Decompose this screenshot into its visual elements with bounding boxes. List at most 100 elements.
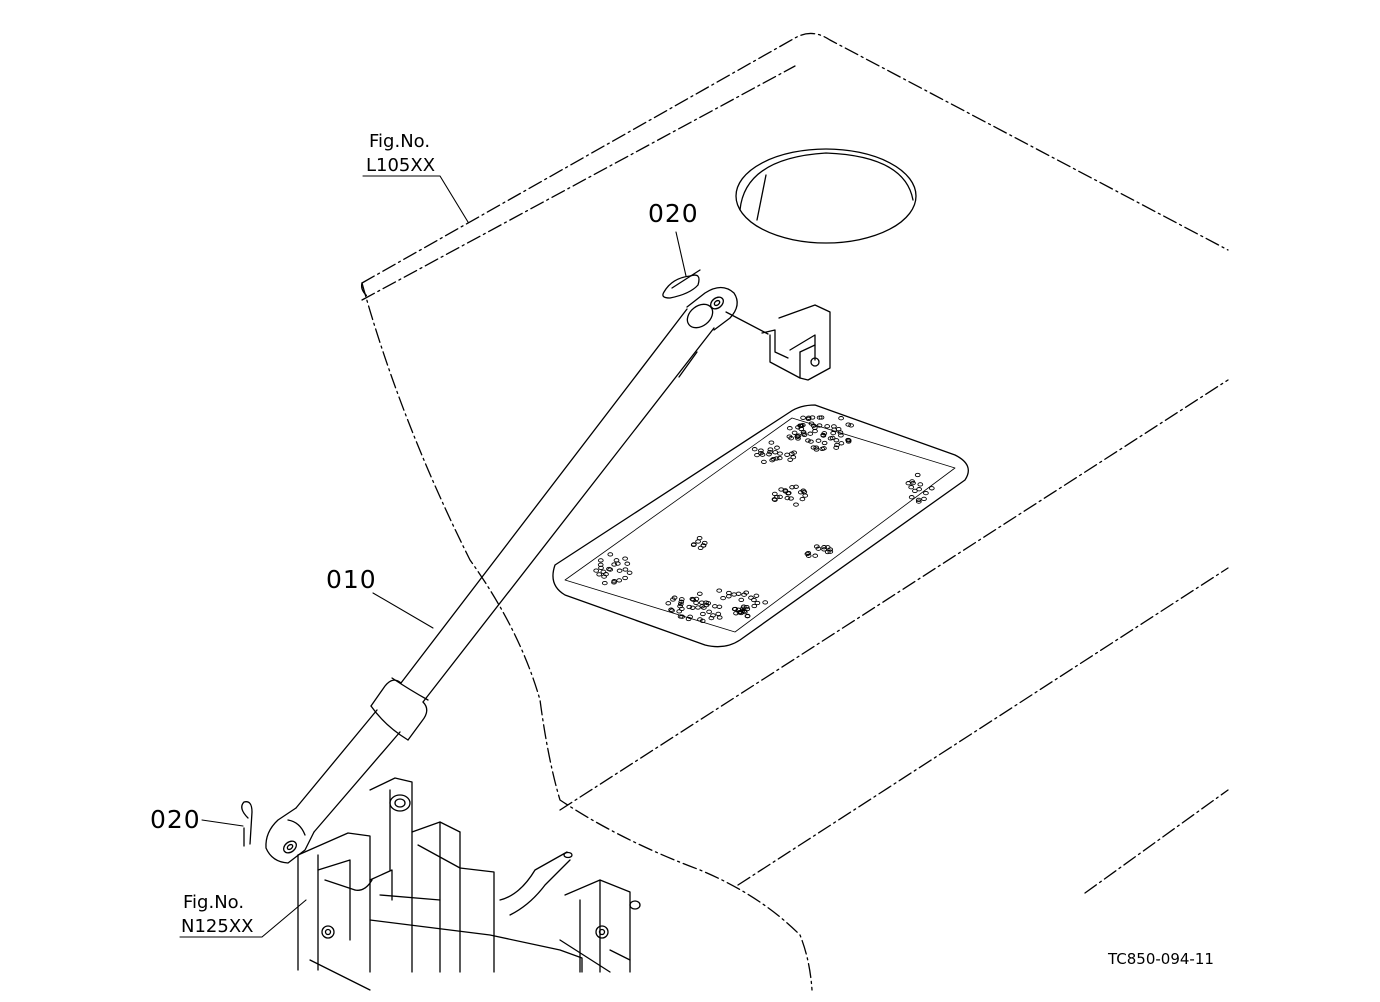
perforation-hole xyxy=(687,614,693,619)
perforation-hole xyxy=(611,579,618,584)
perforation-hole xyxy=(805,553,812,558)
perforation-hole xyxy=(786,434,793,439)
gas-spring-010 xyxy=(265,286,738,864)
perforation-hole xyxy=(716,604,723,609)
perforation-hole xyxy=(616,568,623,573)
perforation-hole xyxy=(679,614,685,619)
perforation-hole xyxy=(813,447,820,452)
figure-ref-frame-line1: Fig.No. xyxy=(183,892,245,913)
perforation-hole xyxy=(740,604,747,609)
perforation-hole xyxy=(689,605,696,610)
perforation-hole xyxy=(665,601,672,606)
perforation-hole xyxy=(697,617,703,622)
perforation-hole xyxy=(696,535,703,541)
perforation-hole xyxy=(797,423,803,428)
perforation-hole xyxy=(708,615,715,621)
perforation-hole xyxy=(767,449,773,455)
perforation-hole xyxy=(771,497,778,502)
perforation-hole xyxy=(705,601,712,606)
perforation-hole xyxy=(802,493,809,498)
figure-ref-hood-line1: Fig.No. xyxy=(369,131,431,152)
perforation-hole xyxy=(808,421,815,426)
perforation-hole xyxy=(689,596,696,602)
perforation-hole xyxy=(821,446,827,451)
perforation-hole xyxy=(821,431,828,436)
perforation-hole xyxy=(715,611,722,617)
perforation-hole xyxy=(678,599,685,604)
figure-ref-hood-line2: L105XX xyxy=(366,155,436,176)
perforation-hole xyxy=(845,439,852,444)
perforation-hole xyxy=(677,601,684,607)
perforation-hole xyxy=(768,440,775,445)
perforation-hole xyxy=(716,615,723,620)
perforation-hole xyxy=(816,415,823,420)
perforation-hole xyxy=(778,487,785,492)
perforation-hole xyxy=(915,497,922,503)
perforation-hole xyxy=(833,438,840,443)
perforation-hole xyxy=(923,490,929,496)
perforation-hole xyxy=(670,597,676,602)
perforation-hole xyxy=(800,431,807,436)
perforation-hole xyxy=(751,447,758,452)
perforation-hole xyxy=(762,600,769,605)
leader-lines xyxy=(179,175,687,938)
clip-020-top xyxy=(662,269,701,299)
perforation-hole xyxy=(744,613,751,619)
frame-bracket xyxy=(297,777,641,991)
perforation-hole xyxy=(809,415,816,420)
clip-020-bottom xyxy=(241,801,253,847)
perforation-hole xyxy=(805,438,811,443)
perforation-hole xyxy=(741,609,748,615)
perforation-hole xyxy=(731,592,737,597)
leader-frame-ref xyxy=(179,899,307,938)
perforation-hole xyxy=(805,550,812,556)
perforation-hole xyxy=(831,424,837,429)
perforation-hole xyxy=(690,597,697,602)
perforation-hole xyxy=(816,423,823,428)
perforation-hole xyxy=(838,416,844,421)
perforation-hole xyxy=(784,495,791,501)
perforation-hole xyxy=(788,451,795,456)
perforation-hole xyxy=(626,570,633,575)
perforation-hole xyxy=(914,472,921,478)
perforation-hole xyxy=(812,428,818,434)
perforation-hole xyxy=(601,580,608,586)
perforation-hole xyxy=(678,597,685,602)
perforation-hole xyxy=(698,600,705,605)
grille-panel xyxy=(552,404,969,648)
perforation-hole xyxy=(732,606,739,612)
filler-opening xyxy=(735,148,917,244)
perforation-hole xyxy=(712,604,718,609)
leader-hood-ref xyxy=(362,175,469,223)
perforation-hole xyxy=(774,445,780,450)
perforation-hole xyxy=(716,588,723,593)
perforation-hole xyxy=(909,479,915,484)
perforation-hole xyxy=(848,423,854,428)
perforation-hole xyxy=(813,445,820,450)
perforation-hole xyxy=(690,542,697,548)
callout-020-bottom: 020 xyxy=(150,805,201,834)
perforation-hole xyxy=(753,593,760,598)
perforation-hole xyxy=(800,415,806,420)
perforation-hole xyxy=(821,547,827,552)
perforation-hole xyxy=(773,456,780,461)
perforation-hole xyxy=(622,575,628,581)
perforation-hole xyxy=(815,438,822,443)
perforation-hole xyxy=(668,607,674,612)
perforation-hole xyxy=(813,544,820,549)
perforation-hole xyxy=(921,496,927,502)
perforation-hole xyxy=(735,591,742,596)
perforation-hole xyxy=(597,558,604,563)
perforation-hole xyxy=(928,486,935,491)
perforation-hole xyxy=(622,556,628,561)
perforation-hole xyxy=(607,552,614,557)
perforation-hole xyxy=(693,596,700,602)
perforation-hole xyxy=(593,568,600,573)
perforation-hole xyxy=(795,436,801,441)
drawing-code: TC850-094-11 xyxy=(1108,950,1214,968)
callout-020-top: 020 xyxy=(648,199,699,228)
perforation-hole xyxy=(815,546,822,551)
perforation-hole xyxy=(693,600,699,606)
perforation-hole xyxy=(751,603,758,609)
perforation-hole xyxy=(789,485,795,490)
